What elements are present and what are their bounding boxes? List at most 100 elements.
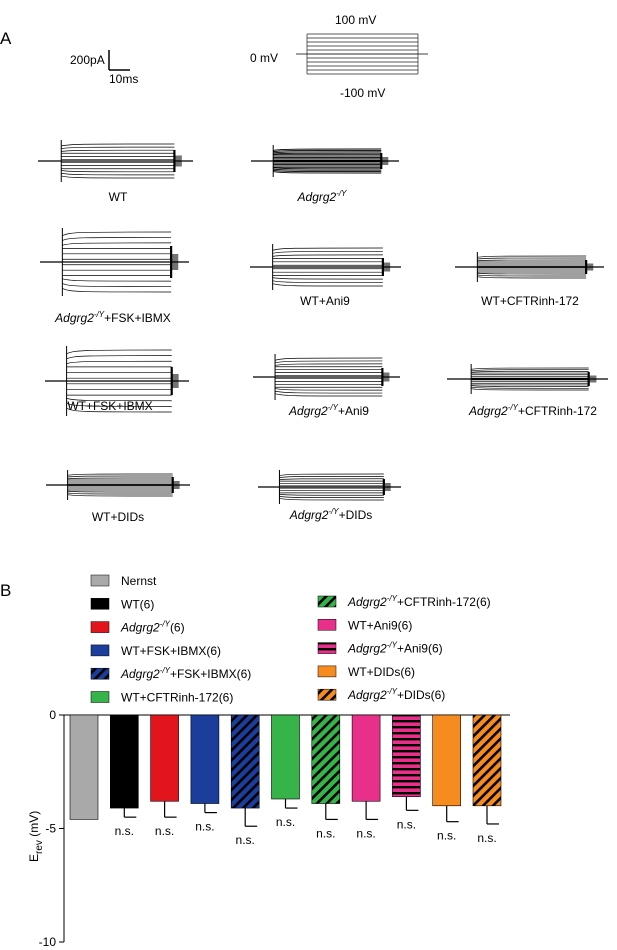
trace-family-10 xyxy=(258,470,401,504)
trace-sweep xyxy=(62,231,172,236)
trace-sweep xyxy=(274,363,383,366)
trace-sweep xyxy=(477,276,587,279)
legend-label: WT+CFTRinh-172(6) xyxy=(121,691,233,705)
trace-sweep xyxy=(61,172,175,176)
trace-sweep xyxy=(273,168,382,171)
legend-swatch xyxy=(317,665,337,678)
legend-condition: (6) xyxy=(170,621,185,635)
trace-sweep xyxy=(272,251,383,254)
genotype-superscript: -/Y xyxy=(328,507,339,516)
trace-tail-current xyxy=(171,254,179,270)
trace-sweep xyxy=(62,237,172,241)
trace-sweep xyxy=(66,349,172,355)
trace-label: WT+CFTRinh-172 xyxy=(481,294,579,308)
trace-tail-current xyxy=(382,262,391,272)
legend-condition: +Ani9(6) xyxy=(397,642,443,656)
significance-label: n.s. xyxy=(155,824,174,838)
y-tick-label: 0 xyxy=(49,708,56,722)
legend-label: Nernst xyxy=(121,574,157,588)
trace-sweep xyxy=(273,149,382,153)
significance-label: n.s. xyxy=(356,826,375,840)
trace-sweep xyxy=(274,360,383,364)
legend-swatch xyxy=(90,574,110,587)
trace-tail-current xyxy=(586,263,594,271)
trace-sweep xyxy=(471,388,589,391)
current-traces xyxy=(38,140,608,504)
genotype-superscript: -/Y xyxy=(160,666,171,675)
legend-label: Adgrg2-/Y(6) xyxy=(120,620,185,635)
legend-swatch xyxy=(90,691,110,703)
trace-sweep xyxy=(62,242,172,246)
trace-condition: +Ani9 xyxy=(338,404,369,418)
trace-label: WT+DIDs xyxy=(92,510,144,524)
trace-sweep xyxy=(274,390,383,394)
panel-label-a: A xyxy=(0,29,12,48)
legend-label: WT+Ani9(6) xyxy=(348,618,412,632)
genotype-superscript: -/Y xyxy=(508,403,519,412)
legend-swatch xyxy=(90,621,110,633)
legend-item: WT(6) xyxy=(90,597,154,611)
trace-sweep xyxy=(66,360,172,364)
trace-sweep xyxy=(471,371,589,373)
legend-condition: +CFTRinh-172(6) xyxy=(397,595,491,609)
bar xyxy=(230,714,260,809)
trace-sweep xyxy=(279,476,384,478)
bar xyxy=(311,714,341,804)
legend-swatch xyxy=(317,642,337,654)
trace-label: WT xyxy=(109,190,128,204)
trace-family-1 xyxy=(38,140,193,182)
trace-sweep xyxy=(67,477,173,480)
y-axis-label: Erev (mV) xyxy=(27,811,45,862)
trace-sweep xyxy=(471,386,589,389)
legend-swatch xyxy=(90,644,110,657)
trace-sweep xyxy=(279,473,384,476)
legend-swatch xyxy=(317,688,337,701)
trace-sweep xyxy=(61,143,175,147)
trace-sweep xyxy=(67,492,173,495)
gene-name: Adgrg2 xyxy=(468,404,508,418)
trace-sweep xyxy=(66,355,172,360)
gene-name: Adgrg2 xyxy=(289,508,329,522)
y-tick-label: -5 xyxy=(45,822,56,836)
bar-group: n.s. xyxy=(271,714,300,829)
trace-sweep xyxy=(273,148,382,151)
trace-sweep xyxy=(62,288,172,293)
bar xyxy=(351,714,381,802)
gene-name: Adgrg2 xyxy=(120,621,160,635)
significance-label: n.s. xyxy=(236,833,255,847)
genotype-superscript: -/Y xyxy=(387,641,398,650)
trace-sweep xyxy=(61,149,175,152)
legend-swatch xyxy=(90,598,110,610)
legend: NernstWT(6)Adgrg2-/Y(6)WT+FSK+IBMX(6)Adg… xyxy=(90,574,491,705)
trace-tail-current xyxy=(381,157,389,165)
gene-name: Adgrg2 xyxy=(347,642,387,656)
trace-tail-current xyxy=(382,372,390,382)
trace-sweep xyxy=(477,255,587,258)
trace-tail-current xyxy=(171,374,179,388)
significance-label: n.s. xyxy=(316,826,335,840)
bar-group: n.s. xyxy=(110,714,139,838)
bar xyxy=(271,714,300,800)
trace-tail-current xyxy=(588,375,597,383)
trace-sweep xyxy=(279,478,384,481)
legend-swatch xyxy=(90,667,110,680)
scale-current-label: 200pA xyxy=(70,53,105,67)
trace-sweep xyxy=(61,170,175,173)
trace-sweep xyxy=(477,274,587,277)
bar-group: n.s. xyxy=(150,714,179,838)
trace-sweep xyxy=(477,257,587,260)
gene-name: Adgrg2 xyxy=(297,190,337,204)
legend-swatch xyxy=(317,595,337,608)
genotype-superscript: -/Y xyxy=(94,310,105,319)
genotype-superscript: -/Y xyxy=(160,620,171,629)
bar xyxy=(432,714,462,807)
significance-label: n.s. xyxy=(437,829,456,843)
trace-sweep xyxy=(272,254,383,257)
gene-name: Adgrg2 xyxy=(288,404,328,418)
trace-sweep xyxy=(279,493,384,496)
bar-group xyxy=(69,714,99,820)
genotype-superscript: -/Y xyxy=(328,403,339,412)
trace-tail-current xyxy=(172,481,180,489)
trace-sweep xyxy=(66,402,172,407)
